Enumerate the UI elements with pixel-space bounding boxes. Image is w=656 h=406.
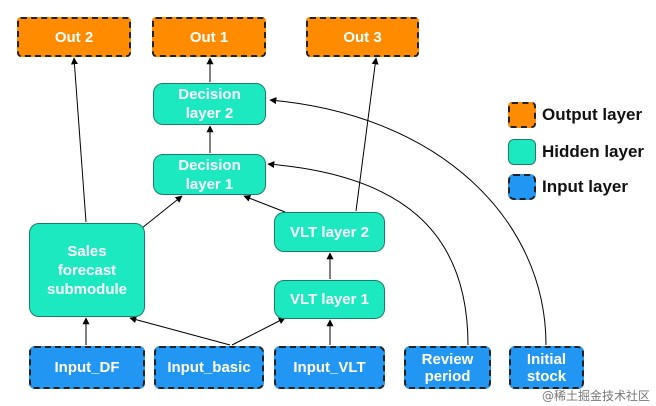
node-sales-line1: Sales — [67, 242, 107, 260]
node-review-line1: Review — [421, 350, 474, 368]
node-decision-layer-2-line1: Decision — [178, 86, 241, 103]
node-decision-layer-2: Decision layer 2 — [153, 83, 266, 125]
node-input-df: Input_DF — [29, 346, 145, 389]
edge-initial-to-decision2 — [269, 97, 547, 346]
node-input-basic: Input_basic — [154, 346, 264, 389]
node-input-vlt: Input_VLT — [274, 346, 385, 389]
legend-input-swatch — [508, 174, 536, 200]
edge-review-to-decision1 — [267, 161, 469, 346]
legend-output-label: Output layer — [542, 105, 643, 124]
node-sales-line2: forecast — [57, 261, 117, 279]
node-out3: Out 3 — [306, 17, 419, 57]
legend-input-label: Input layer — [542, 177, 628, 196]
node-decision-layer-1-line1: Decision — [178, 156, 241, 174]
node-decision-layer-2-line2: layer 2 — [185, 105, 234, 122]
node-initial-line1: Initial — [526, 350, 567, 368]
edge-vlt2-to-out3 — [355, 57, 379, 212]
node-decision-layer-1-line2: layer 1 — [185, 175, 234, 193]
node-vlt-layer-1: VLT layer 1 — [274, 280, 385, 319]
edge-sales-to-out2 — [70, 57, 87, 223]
node-sales-forecast-submodule: Sales forecast submodule — [29, 223, 145, 317]
node-out2: Out 2 — [17, 17, 131, 57]
node-out1: Out 1 — [152, 17, 266, 57]
legend-hidden-label: Hidden layer — [542, 142, 645, 161]
legend-output-swatch — [508, 102, 536, 128]
edge-inputbasic-to-vlt1 — [231, 317, 286, 346]
node-decision-layer-1: Decision layer 1 — [153, 154, 266, 195]
edge-inputbasic-to-sales — [129, 316, 231, 346]
node-sales-line3: submodule — [46, 280, 127, 298]
node-review-period: Review period — [404, 346, 491, 389]
node-initial-line2: stock — [526, 367, 567, 385]
watermark-text: @稀土掘金技术社区 — [541, 389, 650, 403]
node-initial-stock: Initial stock — [509, 346, 584, 389]
legend-hidden-swatch — [508, 139, 536, 165]
edge-sales-to-decision1 — [141, 195, 183, 229]
node-review-line2: period — [424, 367, 471, 385]
node-vlt-layer-2: VLT layer 2 — [274, 212, 385, 252]
edge-vlt2-to-decision1 — [243, 195, 286, 213]
